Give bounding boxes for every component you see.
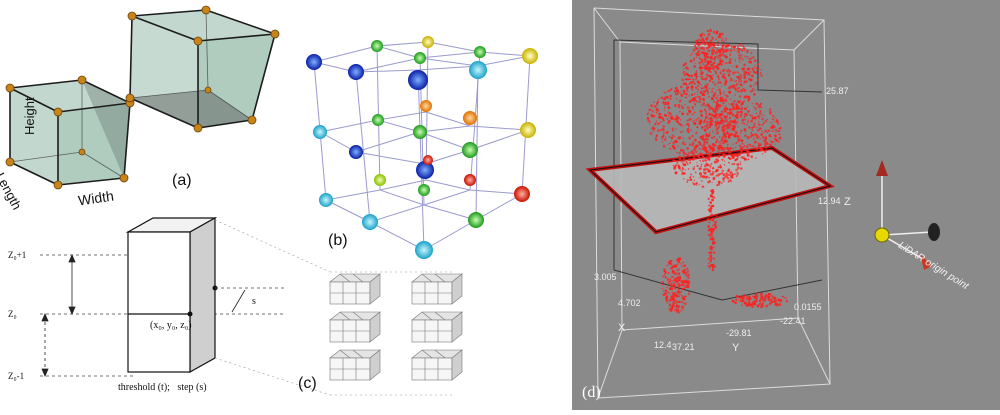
panel-c: Z₀+1 Z₀ Z₀-1 (x₀, y₀, z₀) s threshold (t… <box>0 210 470 410</box>
panel-d: Z X Y 25.87 12.94 0.0155 3.005 4.702 12.… <box>572 0 1000 410</box>
panel-b: (b) <box>300 30 560 260</box>
tick-x-2: 4.702 <box>618 298 641 308</box>
cube-stack <box>329 273 381 305</box>
panel-d-label: (d) <box>582 384 601 401</box>
caption-threshold-step: threshold (t); step (s) <box>118 382 207 393</box>
cube-stacks <box>329 273 463 381</box>
panel-b-grid <box>306 36 538 259</box>
small-cube <box>9 79 131 186</box>
height-plane <box>585 145 835 235</box>
panel-c-diagram <box>40 216 463 396</box>
tick-x-3: 12.4 <box>654 340 672 350</box>
grid-nodes <box>306 36 538 259</box>
panel-a-label: (a) <box>172 172 192 189</box>
panel-a: Height Length Width (a) <box>0 0 290 215</box>
tree-points <box>646 28 788 314</box>
x-axis-label: X <box>618 322 626 334</box>
cube-nodes <box>5 5 280 190</box>
panel-a-cubes <box>5 5 280 190</box>
tick-z-top: 25.87 <box>826 86 849 96</box>
panel-d-scene <box>585 7 940 399</box>
level-arrows <box>41 253 76 378</box>
tick-y-2: -29.81 <box>726 328 752 338</box>
panel-b-label: (b) <box>328 232 348 249</box>
y-axis-label: Y <box>732 342 740 354</box>
voxel-point <box>187 311 193 317</box>
tick-z-minus: Z₀-1 <box>8 371 25 381</box>
tick-y-3: -22.41 <box>780 316 806 326</box>
voxel-box <box>125 216 218 374</box>
height-axis-label: Height <box>22 97 37 135</box>
tick-x-1: 3.005 <box>594 272 617 282</box>
lidar-origin <box>874 160 940 270</box>
panel-c-label: (c) <box>298 375 317 392</box>
point-label: (x₀, y₀, z₀) <box>150 320 192 331</box>
tick-z-zero: 0.0155 <box>794 302 822 312</box>
step-mark: s <box>252 296 256 307</box>
tick-y-1: 37.21 <box>672 342 695 352</box>
bounding-box <box>593 7 831 399</box>
projection-lines <box>214 219 455 396</box>
large-cube <box>129 9 276 129</box>
tick-z-mid: 12.94 <box>818 196 841 206</box>
tick-z: Z₀ <box>8 309 17 319</box>
tick-z-plus: Z₀+1 <box>8 250 27 260</box>
z-axis-label: Z <box>844 196 851 208</box>
